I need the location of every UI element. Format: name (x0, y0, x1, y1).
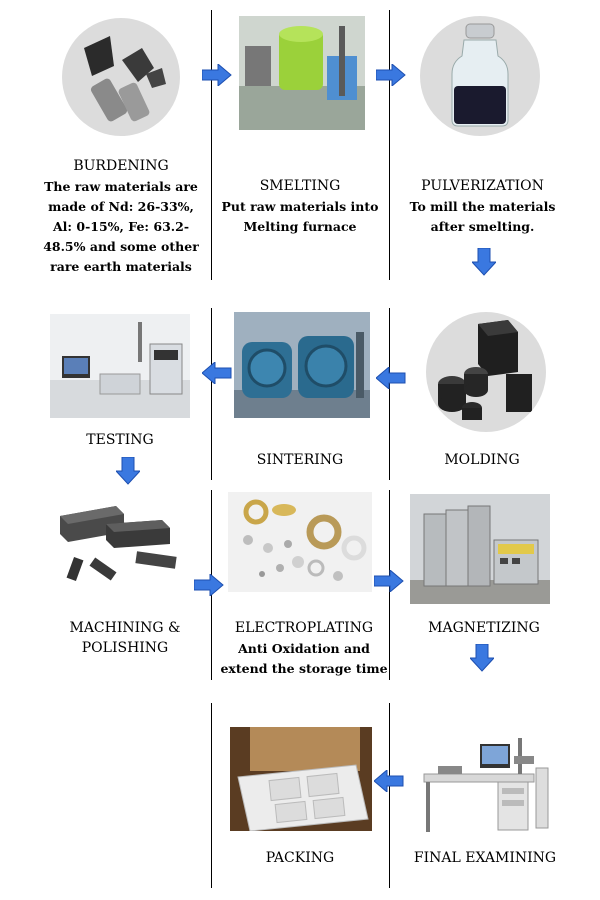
step-title: TESTING (86, 432, 154, 448)
divider-line (211, 703, 212, 888)
arrow-right-icon (374, 570, 404, 592)
arrow-left-icon (374, 770, 404, 792)
step-title: BURDENING (73, 158, 169, 174)
step-description: Put raw materials into Melting furnace (221, 199, 379, 234)
step-title: SMELTING (259, 178, 341, 194)
divider-line (211, 308, 212, 480)
molding-image (426, 312, 546, 432)
step-molding: MOLDING (412, 450, 552, 471)
step-burdening: BURDENING The raw materials are made of … (40, 156, 202, 277)
step-packing: PACKING (230, 848, 370, 869)
step-title: MAGNETIZING (428, 620, 540, 636)
arrow-down-icon (116, 457, 140, 485)
step-title: FINAL EXAMINING (413, 850, 557, 866)
step-pulverization: PULVERIZATION To mill the materials afte… (400, 176, 565, 237)
magnetizing-image (410, 494, 550, 604)
step-testing: TESTING (60, 430, 180, 451)
arrow-down-icon (470, 644, 494, 672)
divider-line (211, 10, 212, 280)
arrow-down-icon (472, 248, 496, 276)
step-description: Anti Oxidation and extend the storage ti… (220, 641, 388, 676)
testing-image (50, 314, 190, 418)
step-title: MOLDING (444, 452, 520, 468)
step-title: SINTERING (256, 452, 344, 468)
arrow-right-icon (194, 574, 224, 596)
step-title: PULVERIZATION (421, 178, 544, 194)
smelting-image (239, 16, 365, 130)
step-electroplating: ELECTROPLATING Anti Oxidation and extend… (220, 618, 388, 679)
final-examining-image (418, 738, 552, 836)
step-smelting: SMELTING Put raw materials into Melting … (220, 176, 380, 237)
step-description: To mill the materials after smelting. (409, 199, 556, 234)
packing-image (230, 727, 372, 831)
divider-line (389, 10, 390, 280)
step-title: PACKING (265, 850, 335, 866)
divider-line (389, 703, 390, 888)
pulverization-image (420, 16, 540, 136)
step-final-examining: FINAL EXAMINING (400, 848, 570, 869)
arrow-left-icon (376, 367, 406, 389)
step-description: The raw materials are made of Nd: 26-33%… (43, 179, 199, 274)
arrow-right-icon (376, 64, 406, 86)
machining-image (50, 494, 190, 594)
burdening-image (62, 18, 180, 136)
step-title: ELECTROPLATING (234, 620, 374, 636)
step-sintering: SINTERING (230, 450, 370, 471)
sintering-image (234, 312, 370, 418)
divider-line (389, 308, 390, 480)
arrow-left-icon (202, 362, 232, 384)
electroplating-image (228, 492, 372, 592)
step-magnetizing: MAGNETIZING (400, 618, 568, 639)
step-title: MACHINING & POLISHING (69, 620, 181, 656)
step-machining: MACHINING & POLISHING (50, 618, 200, 659)
arrow-right-icon (202, 64, 232, 86)
